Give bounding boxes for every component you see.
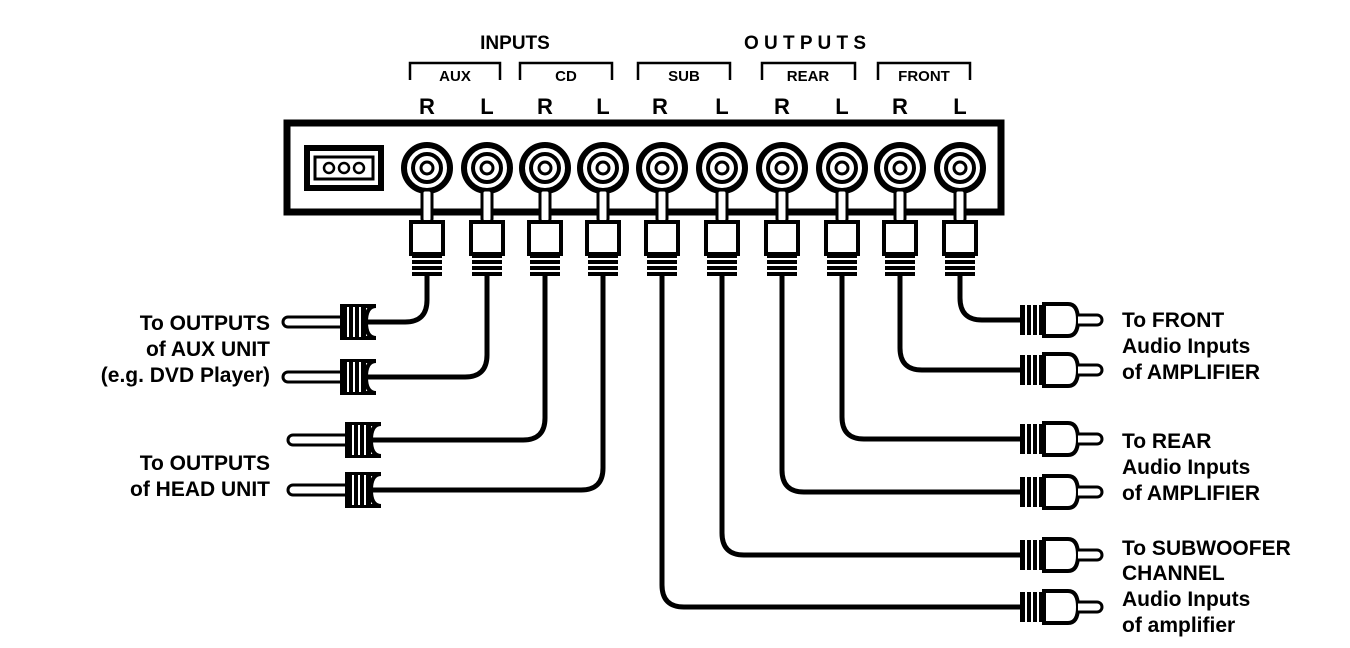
label-line: Audio Inputs xyxy=(1122,335,1250,358)
rca-plug-icon xyxy=(469,188,505,276)
rear-amplifier-label: To REAR Audio Inputs of AMPLIFIER xyxy=(1122,430,1260,505)
cables xyxy=(363,273,1023,610)
label-line: of AUX UNIT xyxy=(146,338,270,361)
rca-jack-icon xyxy=(874,142,926,194)
channel-label: L xyxy=(953,94,966,119)
head-unit-label: To OUTPUTS of HEAD UNIT xyxy=(130,452,270,501)
rca-jacks xyxy=(401,142,986,194)
rca-plug-icon xyxy=(882,188,918,276)
rca-jack-icon xyxy=(461,142,513,194)
group-label-rear: REAR xyxy=(787,68,830,85)
rca-plug-icon xyxy=(281,304,377,340)
rca-jack-icon xyxy=(934,142,986,194)
rca-plug-icon xyxy=(281,359,377,395)
cable-aux-l xyxy=(363,273,490,380)
three-pin-connector-icon xyxy=(304,145,384,191)
channel-label: R xyxy=(652,94,668,119)
label-line: (e.g. DVD Player) xyxy=(101,364,270,387)
channel-label: L xyxy=(835,94,848,119)
label-line: Audio Inputs xyxy=(1122,456,1250,479)
channel-label: L xyxy=(480,94,493,119)
label-line: To REAR xyxy=(1122,430,1211,453)
cable-rear-r xyxy=(779,273,1023,495)
group-label-sub: SUB xyxy=(668,68,700,85)
label-line: Audio Inputs xyxy=(1122,588,1250,611)
label-line: of amplifier xyxy=(1122,614,1235,637)
rca-plug-icon xyxy=(409,188,445,276)
cable-cd-l xyxy=(368,273,606,493)
rca-plug-icon xyxy=(1020,302,1104,338)
channel-label: R xyxy=(774,94,790,119)
label-line: To FRONT xyxy=(1122,309,1224,332)
rca-plug-icon xyxy=(286,472,382,508)
rca-jack-icon xyxy=(636,142,688,194)
inputs-heading: INPUTS xyxy=(480,33,550,54)
channel-label: R xyxy=(419,94,435,119)
group-label-cd: CD xyxy=(555,68,577,85)
group-brackets xyxy=(408,61,972,80)
subwoofer-label: To SUBWOOFER CHANNEL Audio Inputs of amp… xyxy=(1122,537,1291,637)
rca-plug-icon xyxy=(764,188,800,276)
rca-jack-icon xyxy=(696,142,748,194)
outputs-heading: O U T P U T S xyxy=(744,33,866,54)
cable-cd-r xyxy=(368,273,548,443)
rca-plug-icon xyxy=(824,188,860,276)
channel-label: L xyxy=(596,94,609,119)
cable-sub-r xyxy=(659,273,1023,610)
rca-jack-icon xyxy=(756,142,808,194)
rca-plug-icon xyxy=(1020,537,1104,573)
cable-end-plugs xyxy=(281,302,1104,625)
aux-unit-label: To OUTPUTS of AUX UNIT (e.g. DVD Player) xyxy=(101,312,270,387)
label-line: CHANNEL xyxy=(1122,562,1225,585)
label-line: To OUTPUTS xyxy=(140,312,270,335)
channel-label: R xyxy=(892,94,908,119)
rca-plug-icon xyxy=(942,188,978,276)
rca-jack-icon xyxy=(816,142,868,194)
channel-labels: R L R L R L R L R L xyxy=(419,94,967,119)
label-line: of HEAD UNIT xyxy=(130,478,270,501)
rca-plug-icon xyxy=(644,188,680,276)
unit-plugs xyxy=(409,188,978,276)
label-line: of AMPLIFIER xyxy=(1122,361,1260,384)
rca-plug-icon xyxy=(1020,352,1104,388)
front-amplifier-label: To FRONT Audio Inputs of AMPLIFIER xyxy=(1122,309,1260,384)
group-label-aux: AUX xyxy=(439,68,471,85)
label-line: of AMPLIFIER xyxy=(1122,482,1260,505)
rca-plug-icon xyxy=(1020,474,1104,510)
rca-plug-icon xyxy=(527,188,563,276)
group-label-front: FRONT xyxy=(898,68,950,85)
cable-front-r xyxy=(897,273,1023,373)
cable-rear-l xyxy=(839,273,1023,442)
rca-jack-icon xyxy=(577,142,629,194)
channel-label: L xyxy=(715,94,728,119)
label-line: To SUBWOOFER xyxy=(1122,537,1291,560)
cable-aux-r xyxy=(363,273,430,325)
rca-jack-icon xyxy=(401,142,453,194)
rca-plug-icon xyxy=(1020,589,1104,625)
rca-plug-icon xyxy=(286,422,382,458)
cable-sub-l xyxy=(719,273,1023,558)
channel-label: R xyxy=(537,94,553,119)
label-line: To OUTPUTS xyxy=(140,452,270,475)
rca-plug-icon xyxy=(585,188,621,276)
rca-plug-icon xyxy=(704,188,740,276)
cable-front-l xyxy=(957,273,1023,323)
rca-jack-icon xyxy=(519,142,571,194)
rca-plug-icon xyxy=(1020,421,1104,457)
